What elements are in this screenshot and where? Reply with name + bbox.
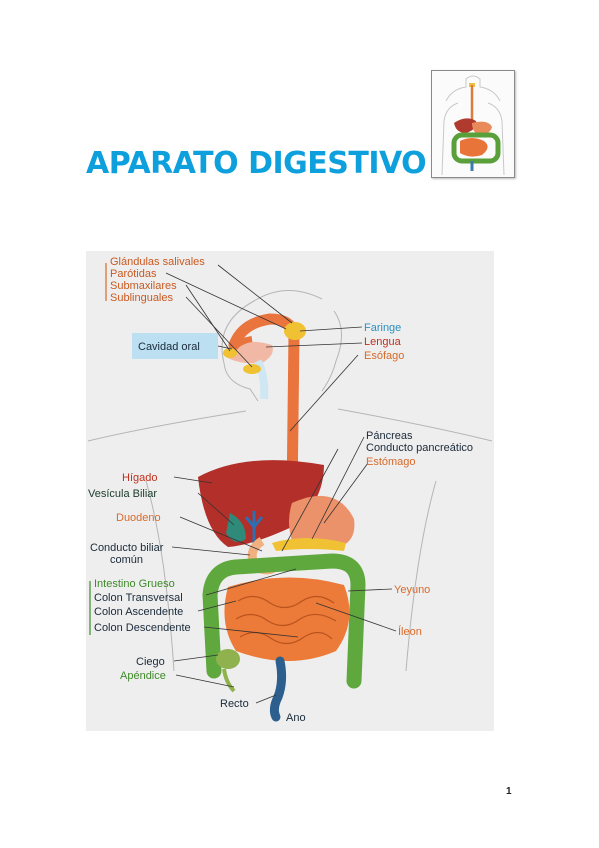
label-ileon: Íleon [398,625,422,638]
leader-lines [165,264,397,704]
label-conducto-biliar-1: Conducto biliar [90,542,164,554]
label-cavidad-oral: Cavidad oral [138,341,200,353]
label-estomago: Estómago [366,456,416,468]
rectum [269,656,287,722]
parotid-gland [284,322,306,340]
label-conducto-pancreatico: Conducto pancreático [366,442,473,454]
label-vesicula: Vesícula Biliar [88,488,157,500]
label-faringe: Faringe [364,322,401,334]
label-submaxilares: Submaxilares [110,280,177,292]
cecum [216,649,240,669]
label-lengua: Lengua [364,336,402,348]
label-yeyuno: Yeyuno [394,584,430,596]
label-apendice: Apéndice [120,670,166,682]
label-glandulas: Glándulas salivales [110,256,205,268]
label-colon-transversal: Colon Transversal [94,592,183,604]
body-outline [87,290,493,672]
small-intestine [224,577,350,661]
submaxillary-gland [223,348,237,358]
label-pancreas: Páncreas [366,430,413,442]
label-esofago: Esófago [364,350,404,362]
label-ciego: Ciego [136,656,165,668]
label-recto: Recto [220,698,249,710]
bile-duct [244,511,264,547]
label-parotidas: Parótidas [110,268,157,280]
digestive-system-diagram: Glándulas salivales Parótidas Submaxilar… [86,251,494,731]
page-number: 1 [506,786,512,797]
label-intestino-grueso: Intestino Grueso [94,578,175,590]
label-ano: Ano [286,712,306,724]
appendix [222,668,236,693]
label-sublinguales: Sublinguales [110,292,173,304]
thumbnail-digestive-image [431,70,515,178]
label-colon-descendente: Colon Descendente [94,622,191,634]
label-duodeno: Duodeno [116,512,161,524]
sublingual-gland [243,364,261,374]
diagram-svg: Glándulas salivales Parótidas Submaxilar… [86,251,494,731]
oral-cavity-box [132,333,218,359]
page-title: APARATO DIGESTIVO [86,146,427,181]
trachea [254,359,269,400]
large-intestine [202,553,366,689]
label-colon-ascendente: Colon Ascendente [94,606,183,618]
pancreas [272,538,346,551]
label-higado: Hígado [122,472,157,484]
label-conducto-biliar-2: común [110,554,143,566]
gallbladder [226,513,246,542]
thumbnail-digestive-drawing [441,75,505,176]
